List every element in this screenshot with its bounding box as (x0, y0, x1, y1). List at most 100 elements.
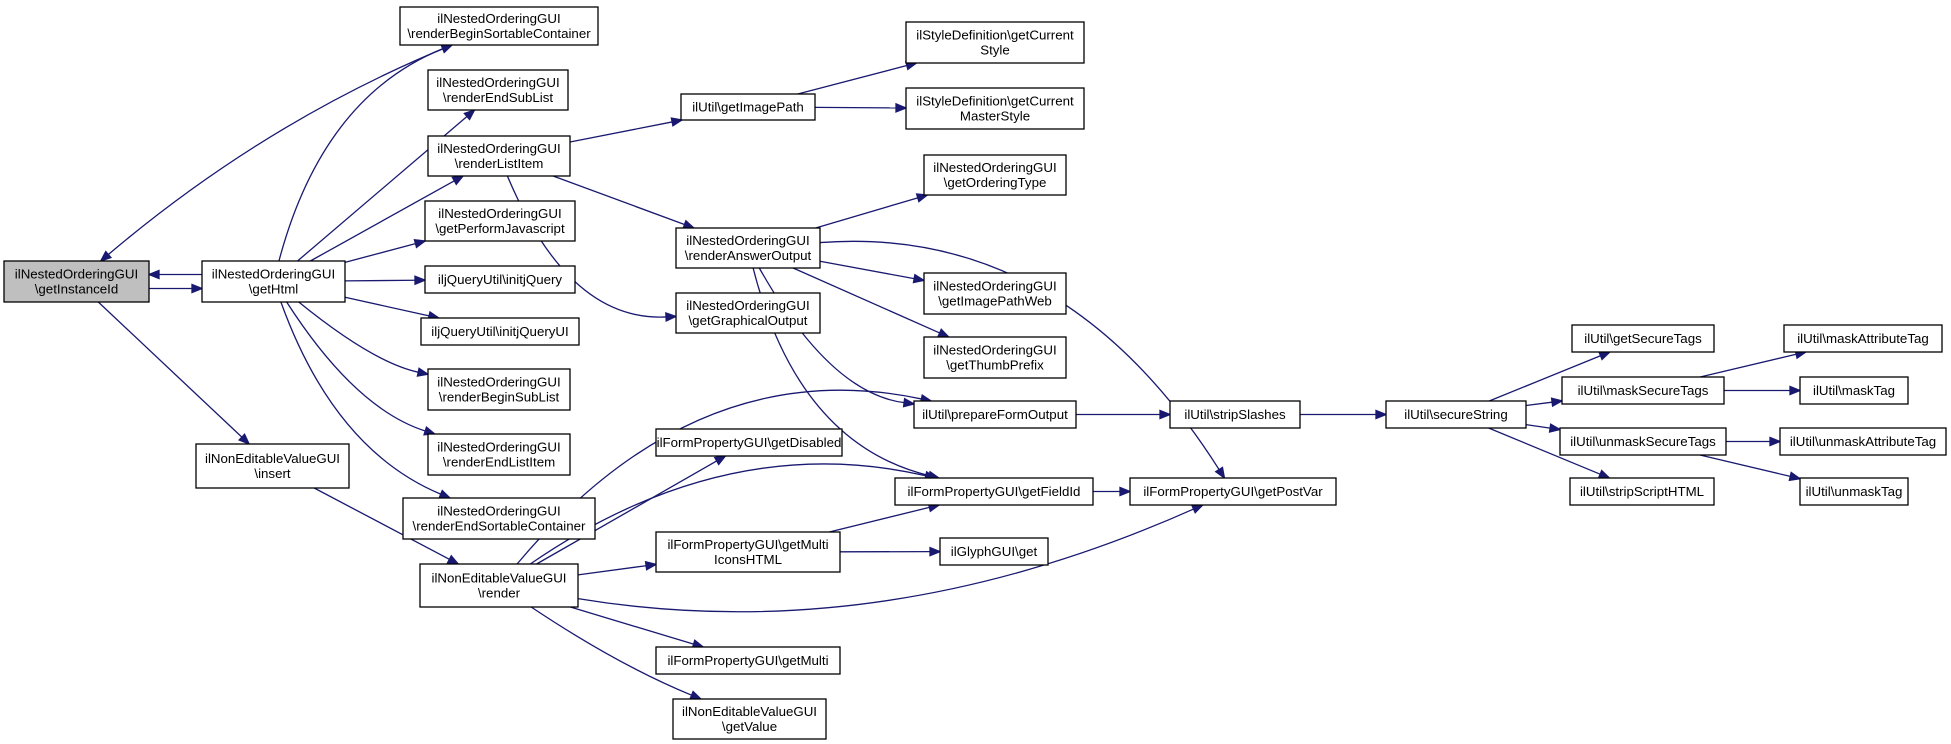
arrowhead (1789, 385, 1802, 396)
node-nevGetValue[interactable]: ilNonEditableValueGUI\getValue (672, 698, 827, 740)
node-getPostVar[interactable]: ilFormPropertyGUI\getPostVar (1129, 477, 1337, 506)
node-label: ilNestedOrderingGUI (436, 75, 559, 90)
node-maskTag[interactable]: ilUtil\maskTag (1799, 376, 1909, 405)
arrowhead (1550, 397, 1564, 408)
node-box (905, 87, 1085, 130)
arrowhead (413, 238, 427, 249)
node-label: ilUtil\secureString (1404, 407, 1507, 422)
edge-secureString-to-unmaskSecureTags (1525, 423, 1562, 433)
edge-line (107, 44, 453, 256)
node-label: ilNestedOrderingGUI (686, 298, 809, 313)
node-secureString[interactable]: ilUtil\secureString (1385, 400, 1527, 429)
edge-getHtml-to-initjQueryUI (344, 296, 441, 321)
node-initjQueryUI[interactable]: iljQueryUtil\initjQueryUI (420, 317, 580, 346)
node-initjQuery[interactable]: iljQueryUtil\initjQuery (424, 265, 576, 294)
edge-getFieldId-to-getPostVar (1093, 486, 1132, 497)
edge-line (278, 48, 443, 262)
arrowhead (1769, 436, 1782, 447)
node-label: Style (980, 43, 1010, 58)
node-label: ilFormPropertyGUI\getDisabled (657, 435, 842, 450)
node-getHtml[interactable]: ilNestedOrderingGUI\getHtml (201, 260, 346, 303)
node-getMulti[interactable]: ilFormPropertyGUI\getMulti (655, 646, 841, 675)
node-renderBeginSubList[interactable]: ilNestedOrderingGUI\renderBeginSubList (427, 368, 571, 411)
node-maskSecureTags[interactable]: ilUtil\maskSecureTags (1561, 376, 1725, 405)
edge-getImagePath-to-getCurrentMasterStyle (814, 102, 908, 113)
edge-line (280, 301, 441, 495)
node-label: ilNestedOrderingGUI (437, 141, 560, 156)
node-getFieldId[interactable]: ilFormPropertyGUI\getFieldId (894, 477, 1094, 506)
arrowhead (147, 269, 160, 280)
node-getImagePathWeb[interactable]: ilNestedOrderingGUI\getImagePathWeb (923, 272, 1067, 315)
node-prepareFormOutput[interactable]: ilUtil\prepareFormOutput (913, 400, 1077, 429)
node-box (427, 69, 569, 111)
node-label: \render (478, 586, 521, 601)
node-renderEndListItem[interactable]: ilNestedOrderingGUI\renderEndListItem (427, 433, 571, 476)
node-renderEndSortableContainer[interactable]: ilNestedOrderingGUI\renderEndSortableCon… (402, 497, 596, 540)
node-getInstanceId[interactable]: ilNestedOrderingGUI\getInstanceId (3, 260, 150, 303)
arrowhead (191, 283, 204, 294)
arrowhead (1598, 351, 1612, 361)
arrowhead (416, 367, 430, 377)
edge-line (1488, 355, 1601, 402)
node-getSecureTags[interactable]: ilUtil\getSecureTags (1571, 324, 1715, 353)
edge-line (344, 242, 416, 264)
arrowhead (440, 44, 454, 54)
arrowhead (713, 455, 727, 466)
node-renderAnswerOutput[interactable]: ilNestedOrderingGUI\renderAnswerOutput (675, 227, 821, 269)
node-getImagePath[interactable]: ilUtil\getImagePath (680, 93, 816, 121)
node-label: ilUtil\unmaskSecureTags (1570, 434, 1716, 449)
node-label: \renderEndListItem (443, 455, 555, 470)
node-nevRender[interactable]: ilNonEditableValueGUI\render (419, 563, 579, 608)
node-label: iljQueryUtil\initjQuery (438, 272, 562, 287)
node-box (923, 336, 1067, 379)
node-nevInsert[interactable]: ilNonEditableValueGUI\insert (195, 443, 350, 489)
node-getGraphicalOutput[interactable]: ilNestedOrderingGUI\getGraphicalOutput (675, 292, 821, 334)
node-label: ilNestedOrderingGUI (437, 11, 560, 26)
node-renderEndSubList[interactable]: ilNestedOrderingGUI\renderEndSubList (427, 69, 569, 111)
arrowhead (937, 328, 951, 338)
node-glyphGet[interactable]: ilGlyphGUI\get (939, 537, 1049, 566)
node-label: ilNestedOrderingGUI (686, 233, 809, 248)
node-label: \renderBeginSortableContainer (407, 26, 591, 41)
edge-renderAnswerOutput-to-prepareFormOutput (758, 267, 916, 408)
node-unmaskSecureTags[interactable]: ilUtil\unmaskSecureTags (1559, 427, 1727, 456)
node-getThumbPrefix[interactable]: ilNestedOrderingGUI\getThumbPrefix (923, 336, 1067, 379)
node-box (201, 260, 346, 303)
node-getDisabled[interactable]: ilFormPropertyGUI\getDisabled (655, 428, 843, 457)
edge-unmaskSecureTags-to-unmaskTag (1699, 454, 1802, 482)
node-label: ilNestedOrderingGUI (437, 504, 560, 519)
edge-line (1525, 423, 1551, 429)
edge-renderBeginSortableContainer-to-getInstanceId (99, 44, 453, 263)
edge-maskSecureTags-to-maskAttributeTag (1699, 349, 1808, 378)
node-maskAttributeTag[interactable]: ilUtil\maskAttributeTag (1783, 324, 1943, 353)
node-unmaskTag[interactable]: ilUtil\unmaskTag (1799, 477, 1909, 506)
arrowhead (670, 117, 684, 127)
edge-line (815, 197, 918, 229)
node-getPerformJavascript[interactable]: ilNestedOrderingGUI\getPerformJavascript (424, 200, 576, 242)
node-box (655, 646, 841, 675)
arrowhead (1119, 486, 1132, 497)
node-box (402, 497, 596, 540)
node-box (680, 93, 816, 121)
node-renderBeginSortableContainer[interactable]: ilNestedOrderingGUI\renderBeginSortableC… (399, 6, 599, 46)
node-box (1571, 324, 1715, 353)
edge-line (536, 460, 718, 565)
node-box (1129, 477, 1337, 506)
node-label: ilUtil\unmaskTag (1806, 484, 1903, 499)
node-unmaskAttributeTag[interactable]: ilUtil\unmaskAttributeTag (1779, 427, 1947, 456)
arrowhead (665, 312, 678, 322)
node-label: \renderEndSubList (443, 90, 553, 105)
node-label: \getValue (722, 719, 777, 734)
node-box (1799, 376, 1909, 405)
node-stripSlashes[interactable]: ilUtil\stripSlashes (1169, 400, 1301, 429)
node-stripScriptHTML[interactable]: ilUtil\stripScriptHTML (1569, 477, 1715, 506)
node-getOrderingType[interactable]: ilNestedOrderingGUI\getOrderingType (923, 154, 1067, 196)
arrowhead (1375, 409, 1388, 420)
arrowhead (902, 397, 916, 408)
node-label: ilNonEditableValueGUI (205, 451, 340, 466)
node-box (1779, 427, 1947, 456)
node-renderListItem[interactable]: ilNestedOrderingGUI\renderListItem (427, 135, 571, 177)
